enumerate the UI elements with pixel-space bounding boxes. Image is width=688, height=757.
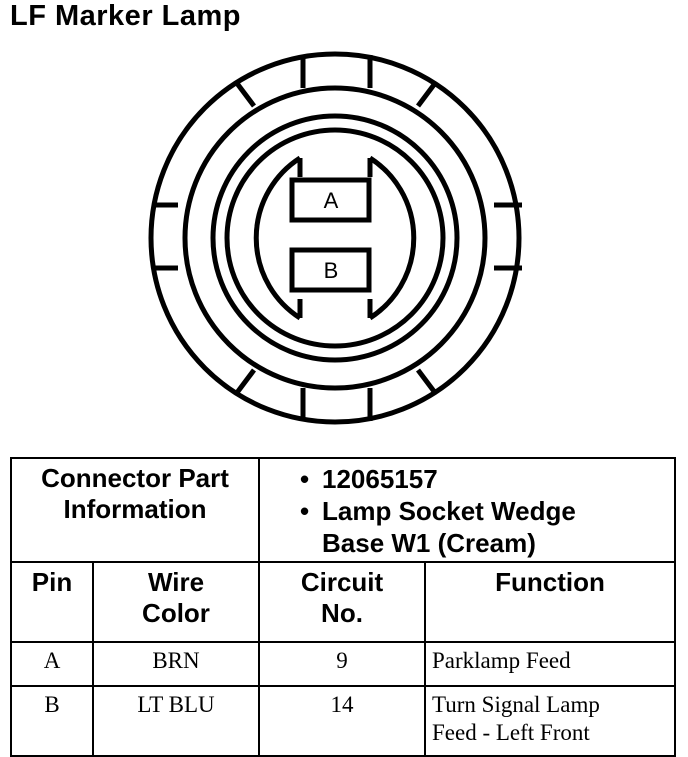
part-description-line1: Lamp Socket Wedge	[322, 496, 576, 526]
pin-cell: B	[10, 685, 94, 757]
socket-notch-bottom	[297, 299, 373, 318]
wire-color-cell: LT BLU	[92, 685, 260, 757]
connector-info-row: Connector Part Information • 12065157 • La…	[10, 457, 676, 563]
connector-info-heading-line1: Connector Part	[41, 463, 229, 493]
outer-ring	[148, 51, 522, 425]
pin-b-cavity	[289, 247, 372, 293]
socket-notch-top	[297, 158, 373, 177]
connector-table: Connector Part Information • 12065157 • La…	[10, 457, 676, 757]
inner-ring-middle	[224, 127, 446, 349]
part-description-line2: Base W1 (Cream)	[322, 528, 536, 558]
part-number: 12065157	[322, 464, 438, 494]
bullet-icon: •	[300, 464, 310, 494]
connector-info-heading-line2: Information	[63, 494, 207, 524]
function-cell: Parklamp Feed	[424, 641, 676, 687]
pin-a-label: A	[324, 188, 339, 213]
housing-ribs	[152, 55, 522, 421]
function-cell: Turn Signal Lamp Feed - Left Front	[424, 685, 676, 757]
second-ring	[182, 85, 488, 391]
col-function-header: Function	[424, 561, 676, 643]
diagram-title: LF Marker Lamp	[10, 0, 241, 32]
table-row: A BRN 9 Parklamp Feed	[10, 641, 676, 687]
connector-info-heading: Connector Part Information	[10, 457, 260, 563]
connector-info-values: • 12065157 • Lamp Socket Wedge Base W1 (Cr…	[258, 457, 676, 563]
pin-cell: A	[10, 641, 94, 687]
circuit-cell: 14	[258, 685, 426, 757]
pin-a-cavity	[289, 177, 372, 223]
wire-color-cell: BRN	[92, 641, 260, 687]
col-pin-header: Pin	[10, 561, 94, 643]
pin-b-label: B	[324, 258, 339, 283]
table-row: B LT BLU 14 Turn Signal Lamp Feed - Left…	[10, 685, 676, 757]
inner-ring-outer	[210, 113, 460, 363]
socket-opening	[253, 155, 417, 321]
circuit-cell: 9	[258, 641, 426, 687]
connector-face-diagram: A B	[148, 51, 522, 425]
bullet-icon: •	[300, 496, 310, 526]
